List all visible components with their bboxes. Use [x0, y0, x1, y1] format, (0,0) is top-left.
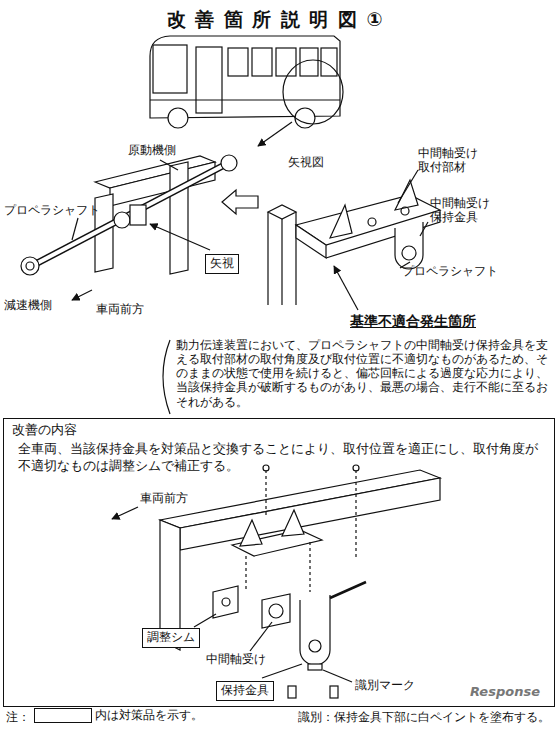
part-label: 矢視図	[288, 155, 324, 169]
page-title: 改善箇所説明図①	[0, 8, 559, 31]
bus-drawing-stroke	[295, 108, 315, 128]
drive-shaft-figure-stroke	[130, 205, 146, 225]
countermeasure-figure-stroke	[269, 604, 283, 618]
bearing-bracket-figure-stroke	[296, 225, 326, 258]
part-label: プロペラシャフト	[4, 203, 100, 217]
countermeasure-figure-stroke	[265, 470, 266, 518]
countermeasure-figure-stroke	[309, 640, 321, 652]
bearing-bracket-figure-stroke	[268, 205, 296, 219]
part-label: 車両前方	[140, 491, 188, 505]
drive-shaft-figure-stroke	[170, 162, 188, 274]
watermark: Response	[470, 684, 540, 700]
bus-drawing-stroke	[228, 48, 248, 76]
bearing-bracket-figure-stroke	[334, 266, 358, 310]
part-label: 識別マーク	[355, 678, 415, 692]
bus-drawing-stroke	[153, 45, 187, 93]
boxed-label: 調整シム	[142, 628, 200, 648]
countermeasure-figure-stroke	[213, 586, 238, 618]
drive-shaft-figure-stroke	[222, 190, 258, 214]
bus-drawing-stroke	[258, 122, 292, 146]
drive-shaft-figure-stroke	[114, 212, 130, 228]
part-label: 車両前方	[96, 302, 144, 316]
drive-shaft-figure-stroke	[72, 218, 78, 240]
countermeasure-figure-stroke	[330, 686, 338, 698]
bearing-bracket-figure-stroke	[402, 246, 416, 260]
improvement-box: 改善の内容全車両、当該保持金具を対策品と交換することにより、取付位置を適正にし、…	[3, 418, 555, 707]
countermeasure-figure-stroke	[194, 614, 216, 627]
countermeasure-figure-stroke	[245, 556, 246, 592]
drive-shaft-figure-stroke	[26, 262, 34, 270]
bearing-bracket-figure-stroke	[268, 212, 296, 305]
box-body: 全車両、当該保持金具を対策品と交換することにより、取付位置を適正にし、取付角度が…	[18, 441, 546, 475]
countermeasure-figure-stroke	[309, 542, 310, 592]
legend-text: 内は対策品を示す。	[95, 708, 203, 722]
box-heading: 改善の内容	[12, 422, 546, 439]
countermeasure-figure-stroke	[353, 465, 359, 471]
drive-shaft-figure-stroke	[21, 257, 39, 275]
bearing-bracket-figure	[268, 170, 440, 310]
part-label: 中間軸受け	[206, 652, 266, 666]
countermeasure-figure-stroke	[300, 595, 330, 665]
bearing-bracket-figure-stroke	[398, 170, 418, 203]
drive-shaft-figure-stroke	[221, 155, 237, 171]
part-label: 中間軸受け 取付部材	[418, 146, 484, 175]
part-label: 注：	[6, 710, 30, 724]
countermeasure-figure-stroke	[250, 622, 272, 651]
bus-drawing	[150, 36, 343, 146]
part-label: 原動機側	[128, 143, 176, 157]
countermeasure-figure-stroke	[240, 520, 262, 546]
drive-shaft-figure-stroke	[160, 160, 178, 170]
countermeasure-figure-stroke	[323, 670, 352, 682]
countermeasure-figure-stroke	[262, 664, 302, 678]
bearing-bracket-figure-stroke	[330, 205, 352, 238]
countermeasure-figure-stroke	[262, 594, 290, 628]
bearing-bracket-figure-stroke	[368, 218, 376, 226]
bus-drawing-stroke	[276, 48, 296, 76]
defect-heading: 基準不適合発生箇所	[350, 313, 476, 330]
countermeasure-figure-stroke	[112, 507, 138, 519]
countermeasure-figure-stroke	[355, 470, 356, 560]
bus-drawing-stroke	[150, 36, 340, 118]
boxed-label: 保持金具	[216, 681, 274, 701]
part-label: 識別：保持金具下部に白ペイントを塗布する。	[298, 710, 550, 724]
drive-shaft-figure-stroke	[72, 290, 92, 300]
part-label: 保持金具	[221, 683, 269, 699]
bus-drawing-stroke	[252, 48, 272, 76]
part-label: 減速機側	[4, 298, 52, 312]
part-label: 調整シム	[147, 630, 195, 646]
bus-drawing-stroke	[168, 108, 188, 128]
bus-drawing-stroke	[283, 60, 343, 124]
bus-drawing-stroke	[150, 99, 340, 100]
bearing-bracket-figure-stroke	[395, 180, 418, 210]
countermeasure-figure-stroke	[330, 582, 366, 598]
part-label: 中間軸受け 保持金具	[430, 196, 496, 225]
part-label: 矢視	[210, 256, 234, 272]
bearing-bracket-figure-stroke	[395, 222, 423, 269]
bearing-bracket-figure-stroke	[401, 207, 409, 215]
drive-shaft-figure-stroke	[150, 224, 210, 250]
countermeasure-figure	[112, 465, 440, 698]
countermeasure-figure-stroke	[308, 664, 322, 670]
defect-note: 動力伝達装置において、プロペラシャフトの中間軸受け保持金具を支える取付部材の取付…	[176, 338, 554, 409]
countermeasure-figure-stroke	[263, 465, 269, 471]
countermeasure-figure-stroke	[222, 598, 230, 606]
countermeasure-figure-stroke	[288, 686, 296, 698]
bus-drawing-stroke	[196, 47, 222, 113]
drive-shaft-figure	[21, 155, 258, 300]
boxed-label: 矢視	[205, 254, 239, 274]
legend-swatch	[34, 708, 92, 723]
part-label: プロペラシャフト	[402, 264, 498, 278]
legend-row: 内は対策品を示す。	[34, 708, 203, 723]
note-bracket	[163, 340, 170, 414]
bearing-bracket-figure-stroke	[420, 222, 428, 236]
countermeasure-figure-stroke	[282, 510, 304, 536]
